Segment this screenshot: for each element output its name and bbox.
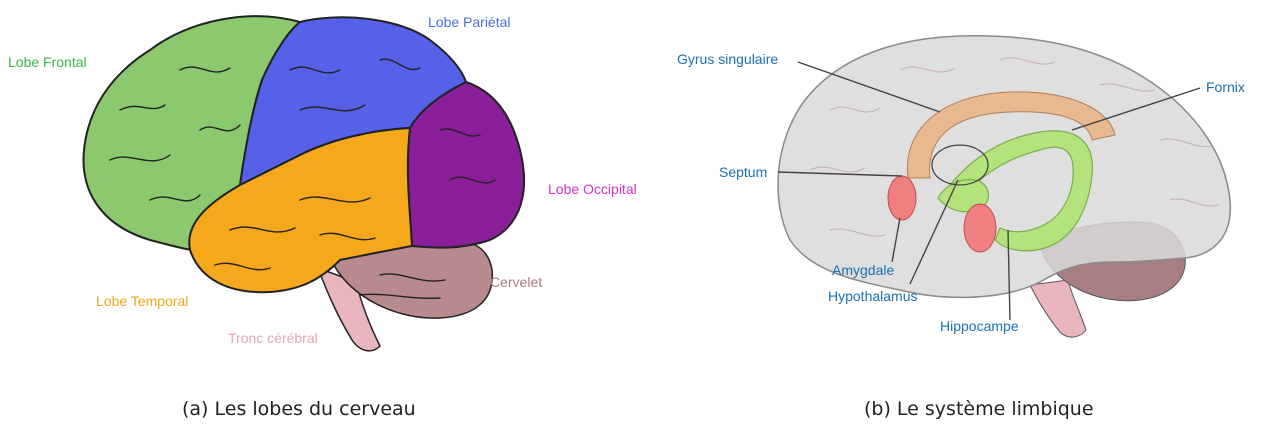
label-occipital-lobe: Lobe Occipital: [548, 181, 637, 197]
label-cingulate-gyrus: Gyrus singulaire: [677, 51, 778, 67]
label-hypothalamus: Hypothalamus: [828, 288, 918, 304]
amygdala-shape: [888, 176, 916, 220]
caption-limbic-system: (b) Le système limbique: [864, 398, 1094, 420]
caption-brain-lobes: (a) Les lobes du cerveau: [182, 398, 416, 420]
label-septum: Septum: [719, 164, 767, 180]
gray-brain-shape: [778, 36, 1230, 298]
hippocampus-shape: [964, 204, 996, 252]
label-frontal-lobe: Lobe Frontal: [8, 54, 87, 70]
label-temporal-lobe: Lobe Temporal: [96, 293, 188, 309]
panel-limbic-system: Gyrus singulaire Fornix Septum Amygdale …: [640, 0, 1263, 428]
label-hippocampus: Hippocampe: [940, 318, 1019, 334]
label-fornix: Fornix: [1206, 79, 1245, 95]
label-amygdala: Amygdale: [832, 262, 894, 278]
label-cerebellum: Cervelet: [490, 274, 542, 290]
brain-lobes-illustration: [0, 0, 640, 428]
panel-brain-lobes: Lobe Frontal Lobe Pariétal Lobe Occipita…: [0, 0, 640, 428]
label-parietal-lobe: Lobe Pariétal: [428, 14, 511, 30]
label-brainstem: Tronc cérébral: [228, 330, 318, 346]
